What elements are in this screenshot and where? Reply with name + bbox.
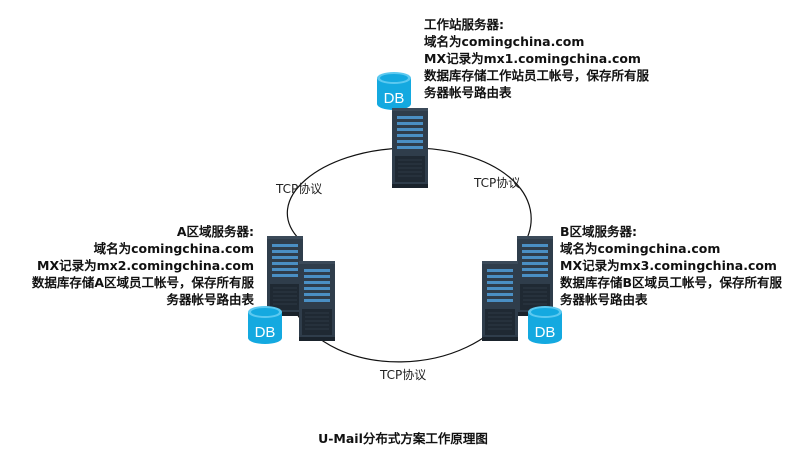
label-line: B区域服务器: bbox=[560, 224, 638, 239]
server-label-b: B区域服务器: 域名为comingchina.com MX记录为mx3.comi… bbox=[560, 223, 782, 308]
db-icon-b: DB bbox=[528, 306, 562, 344]
label-line: A区域服务器: bbox=[176, 224, 254, 239]
server-icon-b-front bbox=[481, 260, 519, 342]
db-label-b: DB bbox=[535, 324, 556, 341]
label-line: 数据库存储A区域员工帐号，保存所有服 bbox=[31, 275, 254, 290]
label-line: 务器帐号路由表 bbox=[166, 292, 254, 307]
tcp-ring bbox=[286, 147, 532, 363]
server-icon-b-back bbox=[516, 235, 554, 317]
db-icon-top: DB bbox=[377, 72, 411, 110]
label-line: 工作站服务器: bbox=[424, 17, 504, 32]
server-icon-a-back bbox=[266, 235, 304, 317]
label-line: 域名为comingchina.com bbox=[93, 241, 254, 256]
tcp-protocol-label-right: TCP协议 bbox=[474, 176, 521, 190]
label-line: 务器帐号路由表 bbox=[560, 292, 648, 307]
label-line: MX记录为mx2.comingchina.com bbox=[37, 258, 254, 273]
label-line: MX记录为mx1.comingchina.com bbox=[424, 51, 641, 66]
tcp-protocol-label-left: TCP协议 bbox=[276, 182, 323, 196]
label-line: 数据库存储工作站员工帐号，保存所有服 bbox=[424, 68, 650, 83]
server-label-top: 工作站服务器: 域名为comingchina.com MX记录为mx1.comi… bbox=[424, 16, 649, 101]
tcp-protocol-label-bottom: TCP协议 bbox=[380, 368, 427, 382]
label-line: 域名为comingchina.com bbox=[424, 34, 585, 49]
server-icon-top bbox=[391, 107, 429, 189]
db-icon-a: DB bbox=[248, 306, 282, 344]
label-line: 务器帐号路由表 bbox=[424, 85, 512, 100]
server-label-a: A区域服务器: 域名为comingchina.com MX记录为mx2.comi… bbox=[32, 223, 254, 308]
db-label-top: DB bbox=[384, 90, 405, 107]
diagram-caption: U-Mail分布式方案工作原理图 bbox=[318, 431, 488, 446]
server-icon-a-front bbox=[298, 260, 336, 342]
label-line: 数据库存储B区域员工帐号，保存所有服 bbox=[560, 275, 783, 290]
label-line: MX记录为mx3.comingchina.com bbox=[560, 258, 777, 273]
db-label-a: DB bbox=[255, 324, 276, 341]
label-line: 域名为comingchina.com bbox=[560, 241, 721, 256]
